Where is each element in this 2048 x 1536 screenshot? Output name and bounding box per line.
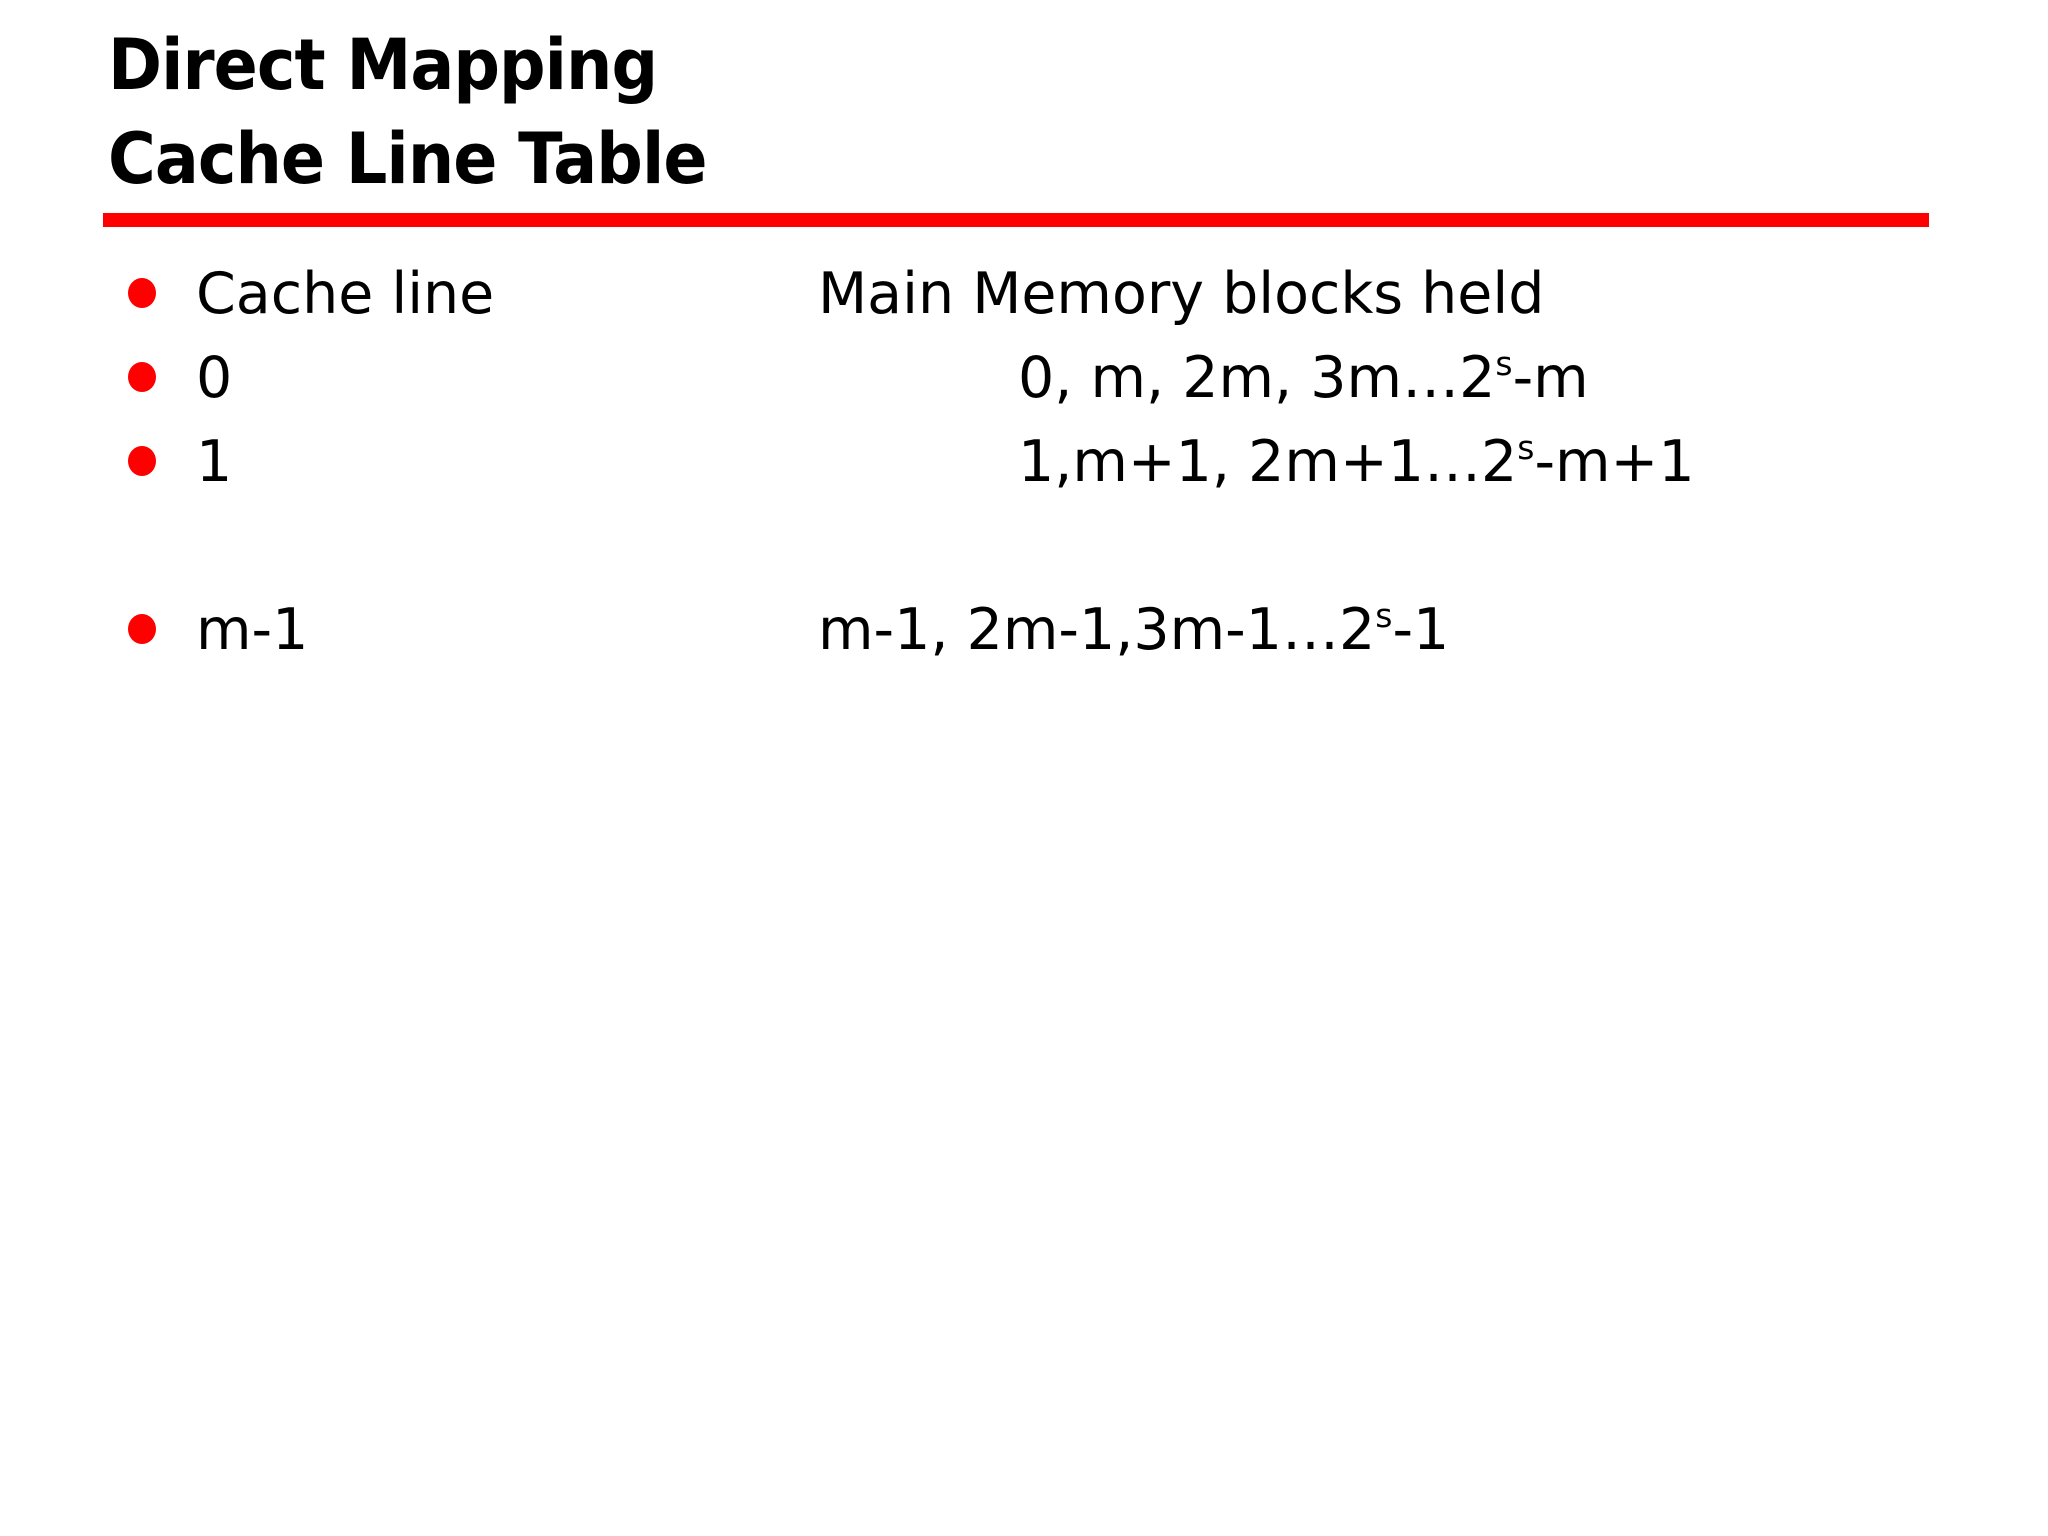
title-divider-rule [103, 213, 1929, 227]
cell-text-base: Main Memory blocks held [818, 261, 1545, 327]
bullet-dot-icon [128, 278, 156, 308]
cell-text-base: 0, m, 2m, 3m…2 [1018, 345, 1496, 411]
main-memory-blocks-value: m-1, 2m-1,3m-1…2s-1 [818, 588, 1449, 672]
cache-line-value: m-1 [196, 597, 309, 663]
cell-text-base: m-1, 2m-1,3m-1…2 [818, 597, 1376, 663]
cell-text-tail: -m+1 [1534, 429, 1695, 495]
list-item: 0 0, m, 2m, 3m…2s-m [0, 336, 2048, 420]
cell-text-tail: -1 [1392, 597, 1450, 663]
slide-title: Direct Mapping Cache Line Table [108, 18, 1968, 206]
cell-text-superscript: s [1517, 428, 1535, 467]
cache-line-column-header: Cache line [196, 261, 495, 327]
page-title-line-1: Direct Mapping [108, 24, 658, 106]
list-item: 1 1,m+1, 2m+1…2s-m+1 [0, 420, 2048, 504]
cache-line-value: 1 [196, 429, 233, 495]
bullet-dot-icon [128, 362, 156, 392]
page-title-line-2: Cache Line Table [108, 118, 707, 200]
main-memory-blocks-value: 1,m+1, 2m+1…2s-m+1 [1018, 420, 1695, 504]
main-memory-blocks-value: 0, m, 2m, 3m…2s-m [1018, 336, 1589, 420]
bullet-dot-icon [128, 446, 156, 476]
cell-text-superscript: s [1375, 596, 1393, 635]
cache-line-value: 0 [196, 345, 233, 411]
bullet-dot-icon [128, 614, 156, 644]
cache-line-table-list: Cache line Main Memory blocks held 0 0, … [0, 252, 2048, 672]
cell-text-tail: -m [1512, 345, 1589, 411]
list-item-spacer [0, 504, 2048, 588]
cell-text-superscript: s [1495, 344, 1513, 383]
list-item: m-1 m-1, 2m-1,3m-1…2s-1 [0, 588, 2048, 672]
main-memory-column-header: Main Memory blocks held [818, 252, 1544, 336]
list-item: Cache line Main Memory blocks held [0, 252, 2048, 336]
cell-text-base: 1,m+1, 2m+1…2 [1018, 429, 1518, 495]
